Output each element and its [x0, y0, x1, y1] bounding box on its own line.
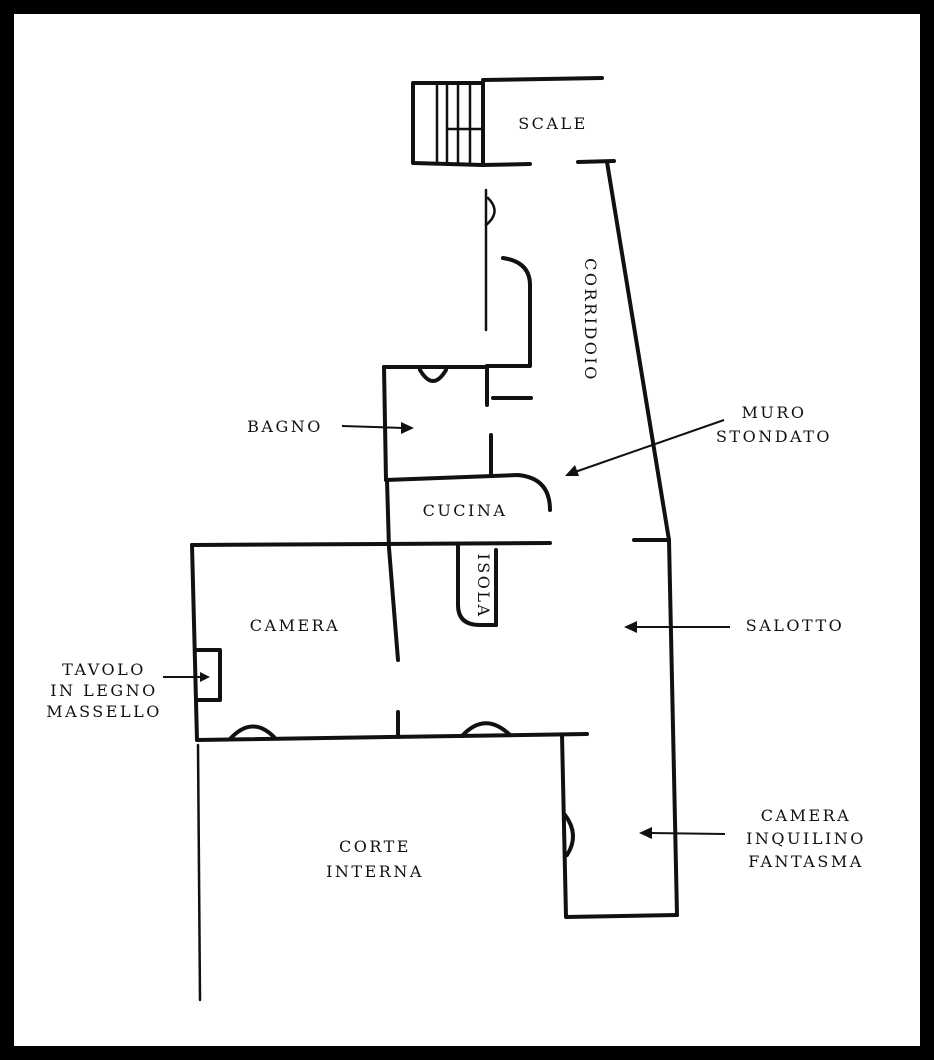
label-stondato: STONDATO [716, 427, 832, 446]
label-massello: MASSELLO [46, 702, 162, 721]
label-interna: INTERNA [326, 862, 424, 881]
label-in-legno: IN LEGNO [50, 681, 158, 700]
label-scale: SCALE [518, 114, 588, 133]
arrow-muro-stondato [565, 419, 725, 476]
labels: SCALE CORRIDOIO BAGNO MURO STONDATO CUCI… [46, 114, 866, 881]
label-camera: CAMERA [250, 616, 340, 635]
arrows [163, 419, 730, 839]
kitchen-island [456, 543, 498, 627]
arrow-tavolo [163, 672, 210, 682]
label-camera-inquilino-3: FANTASMA [748, 852, 864, 871]
label-bagno: BAGNO [247, 417, 323, 436]
label-camera-inquilino-2: INQUILINO [746, 829, 866, 848]
arrow-bagno [341, 422, 414, 434]
corridor-walls [484, 159, 671, 542]
label-corte: CORTE [339, 837, 411, 856]
main-walls [190, 538, 679, 1002]
arrow-salotto [624, 621, 730, 633]
label-isola: ISOLA [474, 553, 493, 618]
stairs [411, 76, 604, 167]
paper-sheet [14, 14, 920, 1046]
label-corridoio: CORRIDOIO [581, 258, 600, 382]
bathroom-kitchen-walls [382, 365, 552, 550]
label-tavolo: TAVOLO [62, 660, 146, 679]
label-muro: MURO [741, 403, 806, 422]
label-camera-inquilino-1: CAMERA [761, 806, 851, 825]
arrow-camera-inquilino [639, 827, 726, 839]
label-cucina: CUCINA [423, 501, 508, 520]
wooden-table [194, 648, 222, 702]
label-salotto: SALOTTO [746, 616, 845, 635]
